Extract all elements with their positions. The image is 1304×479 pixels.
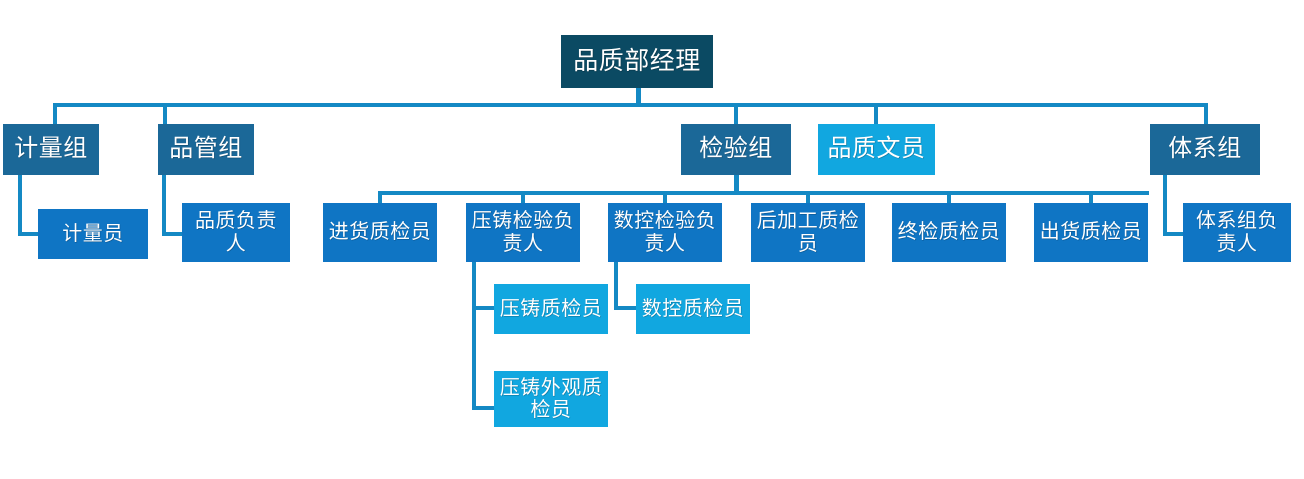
- connector-diecast-inspector-elbow: [472, 306, 495, 310]
- connector-metrology-vertical: [18, 175, 22, 236]
- node-cnc-inspector[interactable]: 数控质检员: [636, 284, 750, 334]
- connector-drop-metrology-group: [53, 103, 57, 124]
- connector-drop-inspection-group: [734, 103, 738, 124]
- connector-quality-control-vertical: [162, 175, 166, 236]
- node-root[interactable]: 品质部经理: [561, 35, 713, 88]
- connector-drop-system-group: [1204, 103, 1208, 124]
- connector-drop-post-process-inspector: [806, 191, 810, 209]
- node-inspection-group[interactable]: 检验组: [681, 124, 791, 175]
- connector-quality-control-elbow: [162, 232, 184, 236]
- node-metrology-staff[interactable]: 计量员: [38, 209, 148, 259]
- connector-diecast-vertical: [472, 262, 476, 410]
- node-outgoing-inspector[interactable]: 出货质检员: [1034, 203, 1148, 262]
- node-metrology-group[interactable]: 计量组: [3, 124, 99, 175]
- connector-drop-final-inspector: [947, 191, 951, 209]
- connector-inspection-stem: [734, 175, 739, 193]
- node-diecast-appearance-inspector[interactable]: 压铸外观质检员: [494, 371, 608, 427]
- connector-cnc-elbow: [614, 306, 637, 310]
- node-incoming-inspector[interactable]: 进货质检员: [323, 203, 437, 262]
- connector-drop-outgoing-inspector: [1089, 191, 1093, 209]
- connector-diecast-appearance-elbow: [472, 406, 495, 410]
- node-post-process-inspector[interactable]: 后加工质检员: [751, 203, 865, 262]
- connector-drop-diecast-lead: [521, 191, 525, 209]
- node-system-owner[interactable]: 体系组负责人: [1183, 203, 1291, 262]
- connector-drop-cnc-lead: [663, 191, 667, 209]
- node-quality-owner[interactable]: 品质负责人: [182, 203, 290, 262]
- connector-inspection-bus: [378, 191, 1149, 195]
- connector-drop-quality-control-group: [163, 103, 167, 124]
- node-final-inspector[interactable]: 终检质检员: [892, 203, 1006, 262]
- connector-system-elbow: [1163, 232, 1185, 236]
- node-cnc-lead[interactable]: 数控检验负责人: [608, 203, 722, 262]
- node-quality-control-group[interactable]: 品管组: [158, 124, 254, 175]
- connector-metrology-elbow: [18, 232, 40, 236]
- connector-drop-incoming-inspector: [378, 191, 382, 209]
- connector-cnc-vertical: [614, 262, 618, 310]
- node-diecast-lead[interactable]: 压铸检验负责人: [466, 203, 580, 262]
- node-quality-clerk[interactable]: 品质文员: [818, 124, 935, 175]
- connector-drop-quality-clerk: [874, 103, 878, 124]
- connector-system-vertical: [1163, 175, 1167, 236]
- connector-root-stem: [636, 88, 641, 105]
- connector-level2-bus: [53, 103, 1208, 107]
- node-system-group[interactable]: 体系组: [1150, 124, 1260, 175]
- node-diecast-inspector[interactable]: 压铸质检员: [494, 284, 608, 334]
